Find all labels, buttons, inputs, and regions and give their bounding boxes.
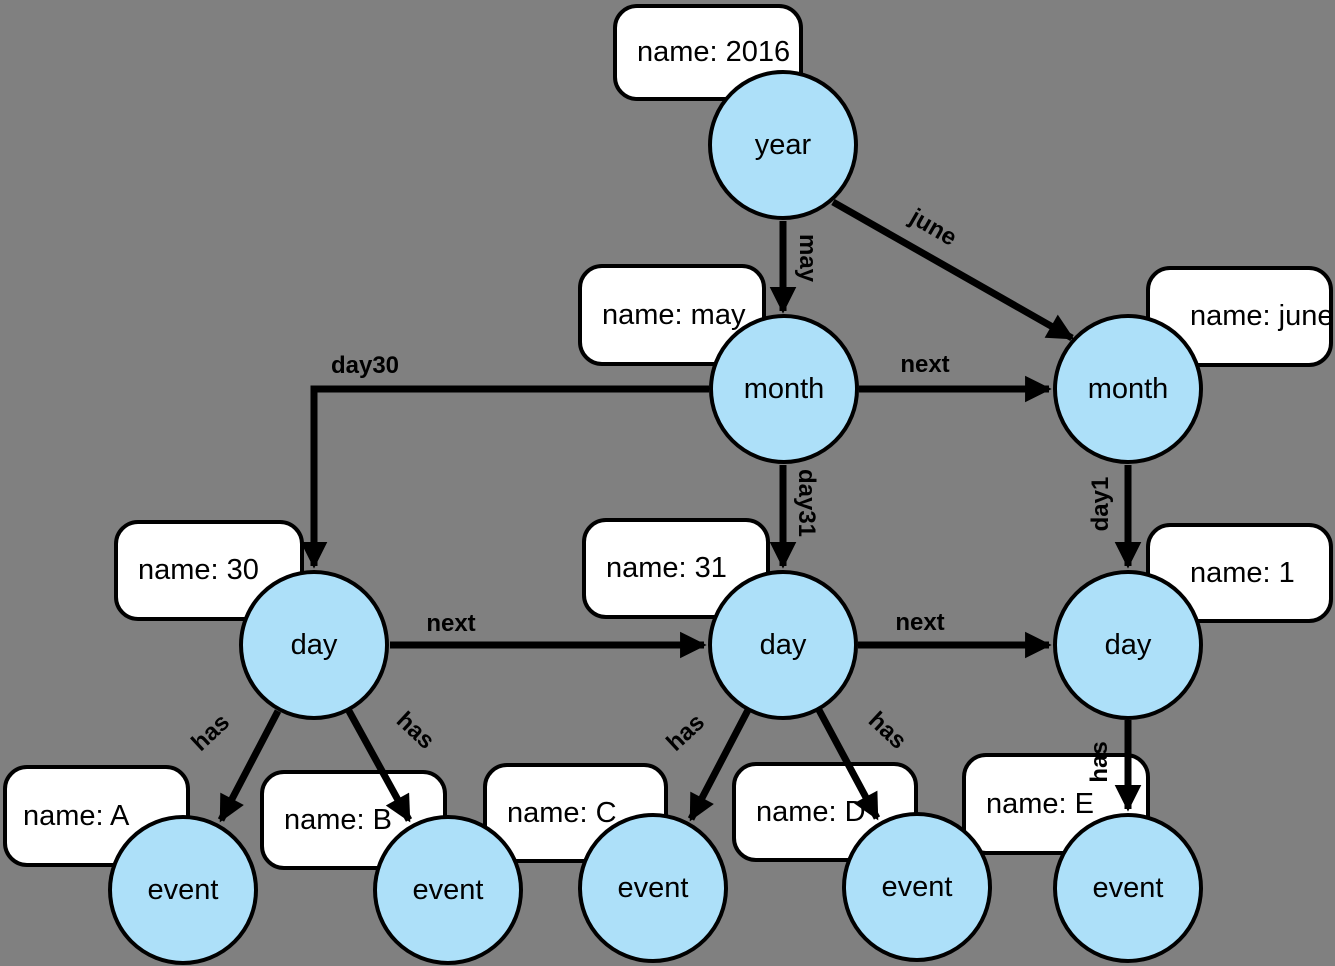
property-box-c: name: C	[483, 763, 668, 863]
edge-label-next-day31-day1: next	[895, 609, 945, 636]
edge-label-has-b: has	[391, 706, 440, 755]
edge-label-has-d: has	[863, 706, 912, 755]
node-event-a: event	[108, 815, 258, 965]
node-year: year	[708, 70, 858, 220]
edge-label-may: may	[794, 233, 821, 283]
node-event-c: event	[578, 813, 728, 963]
edge-label-day30: day30	[330, 352, 400, 379]
node-month-may: month	[709, 314, 859, 464]
edge-label-has-e: has	[1086, 741, 1113, 783]
property-box-2016: name: 2016	[613, 4, 803, 101]
edge-label-day1: day1	[1087, 476, 1114, 532]
node-day-1: day	[1053, 570, 1203, 720]
node-event-b: event	[373, 815, 523, 965]
edge-label-has-c: has	[661, 708, 710, 757]
node-month-june: month	[1053, 314, 1203, 464]
node-event-e: event	[1053, 813, 1203, 963]
node-day-30: day	[239, 570, 389, 720]
node-day-31: day	[708, 570, 858, 720]
edge-label-next-day30-day31: next	[426, 610, 476, 637]
edge-label-day31: day31	[793, 468, 820, 538]
node-event-d: event	[842, 812, 992, 962]
edge-label-has-a: has	[186, 708, 235, 757]
edge-label-june: june	[905, 203, 962, 252]
edge-label-next-months: next	[900, 351, 950, 378]
